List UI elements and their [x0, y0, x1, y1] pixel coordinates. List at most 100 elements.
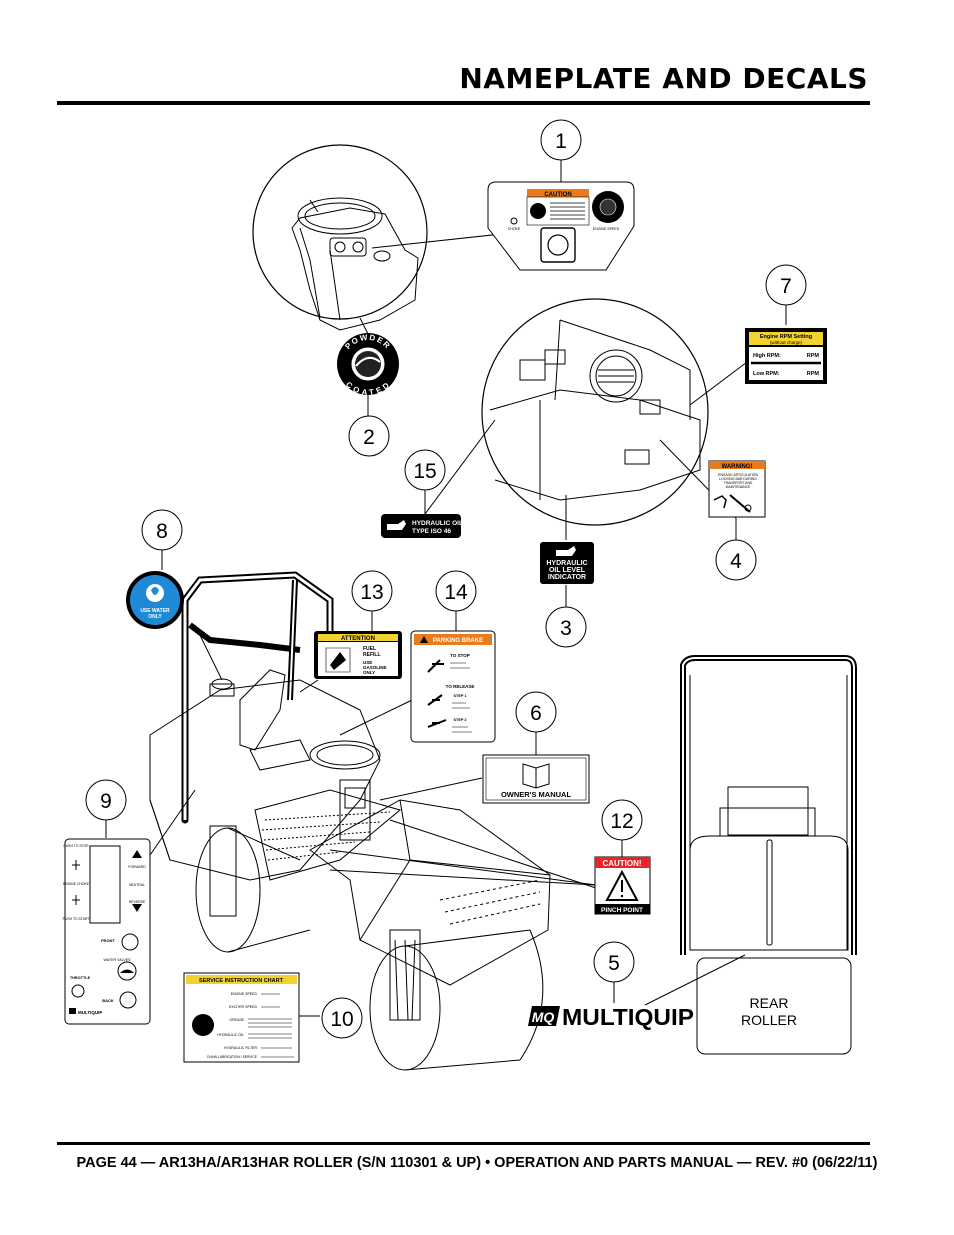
decal-13-fuel-refill: ATTENTION FUEL REFILL USE GASOLINE ONLY: [314, 631, 402, 679]
callout-3: 3: [545, 606, 587, 648]
svg-text:3: 3: [560, 617, 572, 640]
svg-text:ONLY: ONLY: [148, 614, 162, 620]
svg-text:HYDRAULIC OIL: HYDRAULIC OIL: [412, 520, 463, 527]
svg-text:ENGINE CHOKE: ENGINE CHOKE: [63, 882, 90, 886]
callout-10: 10: [321, 997, 363, 1039]
svg-text:THROTTLE: THROTTLE: [70, 976, 91, 980]
svg-text:CHAIN LUBRICATION / SERVICE: CHAIN LUBRICATION / SERVICE: [207, 1055, 258, 1059]
svg-text:MQ: MQ: [532, 1009, 555, 1025]
decal-10-service-chart: SERVICE INSTRUCTION CHART ENGINE SPEED E…: [183, 972, 300, 1063]
svg-text:6: 6: [530, 702, 542, 725]
svg-text:HYDRAULIC: HYDRAULIC: [546, 560, 587, 567]
header-rule: [57, 101, 870, 105]
svg-text:GASOLINE: GASOLINE: [363, 665, 387, 670]
callout-15: 15: [404, 449, 446, 491]
decal-1-control-panel: CAUTION CHOKE ENGINE SPEED: [487, 181, 635, 271]
svg-text:GREASE: GREASE: [229, 1018, 244, 1022]
svg-text:(without charge): (without charge): [770, 340, 803, 345]
svg-text:CAUTION: CAUTION: [544, 192, 571, 198]
decal-2-powder-coated: POWDER COATED: [337, 333, 399, 397]
svg-text:FORWARD: FORWARD: [128, 865, 146, 869]
svg-text:2: 2: [363, 426, 375, 449]
svg-text:EXCITER SPEED: EXCITER SPEED: [229, 1005, 257, 1009]
callout-9: 9: [85, 779, 127, 821]
rear-roller-label: REAR ROLLER: [741, 995, 797, 1028]
rear-roller-view: [680, 655, 857, 1055]
footer-rule: [57, 1142, 870, 1145]
svg-text:ONLY: ONLY: [363, 670, 375, 675]
decal-14-parking-brake: PARKING BRAKE TO STOP TO RELEASE STEP 1 …: [410, 630, 496, 743]
svg-text:RPM: RPM: [807, 371, 820, 377]
decal-5-multiquip-logo: MQ MULTIQUIP: [528, 1004, 694, 1030]
svg-text:MULTIQUIP: MULTIQUIP: [562, 1004, 694, 1030]
svg-text:FRONT: FRONT: [101, 938, 115, 943]
svg-text:10: 10: [330, 1008, 353, 1031]
svg-text:HYDRAULIC OIL: HYDRAULIC OIL: [217, 1033, 244, 1037]
callout-12: 12: [601, 799, 643, 841]
svg-text:LOCKING BAR DURING: LOCKING BAR DURING: [719, 477, 757, 481]
decal-4-warning: WARNING! ENGAGE ARTICULATION LOCKING BAR…: [708, 460, 766, 518]
svg-text:USE: USE: [363, 660, 372, 665]
decal-3-oil-level: HYDRAULIC OIL LEVEL INDICATOR: [540, 542, 594, 584]
page-title: NAMEPLATE AND DECALS: [459, 62, 868, 95]
svg-text:FUEL: FUEL: [363, 646, 376, 652]
svg-text:OIL LEVEL: OIL LEVEL: [549, 567, 586, 574]
decal-6-owners-manual: OWNER'S MANUAL: [482, 754, 590, 804]
callout-13: 13: [351, 570, 393, 612]
svg-text:ATTENTION: ATTENTION: [341, 636, 375, 642]
decal-8-use-water: USE WATER ONLY: [126, 571, 184, 629]
svg-text:High RPM:: High RPM:: [753, 353, 781, 359]
callout-5: 5: [593, 941, 635, 983]
svg-text:MAINTENANCE: MAINTENANCE: [726, 485, 751, 489]
svg-text:OWNER'S MANUAL: OWNER'S MANUAL: [501, 790, 572, 799]
callout-4: 4: [715, 539, 757, 581]
svg-text:REAR: REAR: [750, 995, 789, 1011]
svg-text:STEP 1: STEP 1: [453, 694, 466, 698]
decal-9-operator-panel: PUSH TO STOP ENGINE CHOKE PUSH TO START …: [63, 838, 151, 1025]
svg-text:MULTIQUIP: MULTIQUIP: [78, 1010, 102, 1015]
callout-7: 7: [765, 264, 807, 306]
svg-text:5: 5: [608, 952, 620, 975]
svg-text:1: 1: [555, 130, 567, 153]
callout-8: 8: [141, 509, 183, 551]
svg-text:BACK: BACK: [102, 998, 114, 1003]
svg-text:NEUTRAL: NEUTRAL: [129, 883, 145, 887]
svg-text:CAUTION!: CAUTION!: [602, 859, 641, 868]
decal-15-hydraulic-oil: HYDRAULIC OIL TYPE ISO 46: [381, 514, 463, 538]
svg-text:14: 14: [444, 581, 468, 604]
svg-text:ENGINE SPEED: ENGINE SPEED: [231, 992, 258, 996]
svg-text:TYPE ISO 46: TYPE ISO 46: [412, 528, 451, 535]
svg-text:REFILL: REFILL: [363, 652, 381, 658]
svg-text:USE WATER: USE WATER: [140, 608, 170, 614]
svg-text:PINCH POINT: PINCH POINT: [601, 907, 643, 914]
svg-text:PUSH TO STOP: PUSH TO STOP: [63, 844, 89, 848]
svg-text:ENGINE SPEED: ENGINE SPEED: [593, 227, 620, 231]
callout-2: 2: [348, 415, 390, 457]
svg-text:Low RPM:: Low RPM:: [753, 371, 780, 377]
roller-machine: [149, 571, 551, 1071]
svg-text:13: 13: [360, 581, 383, 604]
svg-text:9: 9: [100, 790, 112, 813]
svg-text:STEP 2: STEP 2: [453, 718, 466, 722]
svg-text:4: 4: [730, 550, 742, 573]
svg-text:INDICATOR: INDICATOR: [548, 574, 586, 581]
svg-text:7: 7: [780, 275, 792, 298]
svg-text:TO RELEASE: TO RELEASE: [446, 684, 475, 689]
svg-text:RPM: RPM: [807, 353, 820, 359]
svg-text:TO STOP: TO STOP: [450, 653, 470, 658]
svg-text:PUSH TO START: PUSH TO START: [63, 917, 90, 921]
svg-text:HYDRAULIC FILTER: HYDRAULIC FILTER: [224, 1046, 257, 1050]
svg-text:WARNING!: WARNING!: [722, 464, 753, 470]
svg-text:CHOKE: CHOKE: [508, 227, 521, 231]
svg-text:SERVICE INSTRUCTION CHART: SERVICE INSTRUCTION CHART: [199, 978, 284, 984]
dashboard-detail-circle: [252, 144, 428, 331]
svg-text:ROLLER: ROLLER: [741, 1012, 797, 1028]
frame-detail-circle: [481, 298, 709, 526]
svg-text:PARKING BRAKE: PARKING BRAKE: [433, 638, 483, 644]
callout-14: 14: [435, 570, 477, 612]
decal-12-pinch-point: CAUTION! PINCH POINT: [594, 856, 651, 915]
page-footer: PAGE 44 — AR13HA/AR13HAR ROLLER (S/N 110…: [76, 1155, 878, 1171]
svg-text:15: 15: [413, 460, 436, 483]
svg-text:ENGAGE ARTICULATION: ENGAGE ARTICULATION: [718, 473, 758, 477]
